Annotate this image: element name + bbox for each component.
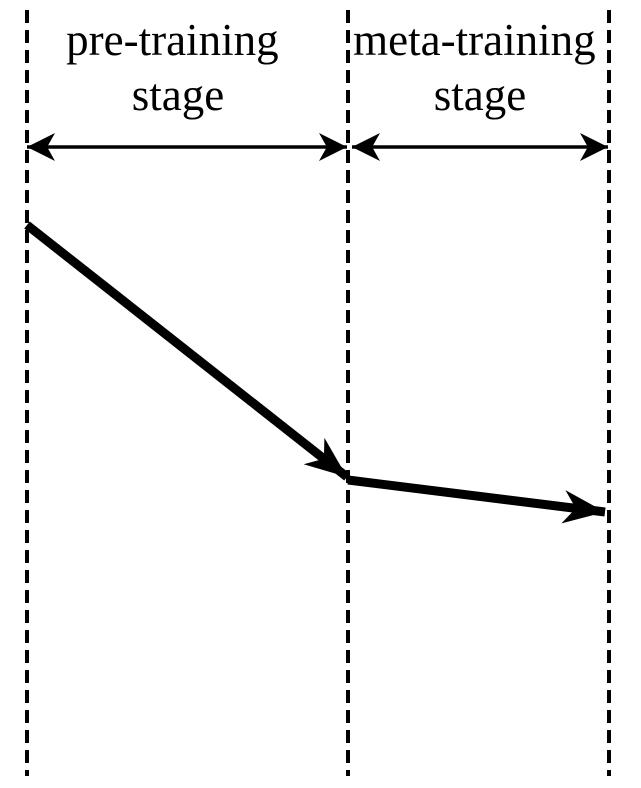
meta-training-stage-label: meta-training stage: [353, 15, 607, 120]
meta-training-stage-label-line2: stage: [434, 70, 526, 120]
pre-training-stage-label: pre-training stage: [66, 15, 290, 120]
meta-training-trend-arrow: [347, 475, 606, 524]
pre-training-trend-arrow: [24, 221, 350, 481]
pre-training-stage-label-line2: stage: [132, 70, 224, 120]
meta-training-stage-label-line1: meta-training: [353, 15, 595, 65]
pre-training-stage-label-line1: pre-training: [66, 15, 278, 65]
